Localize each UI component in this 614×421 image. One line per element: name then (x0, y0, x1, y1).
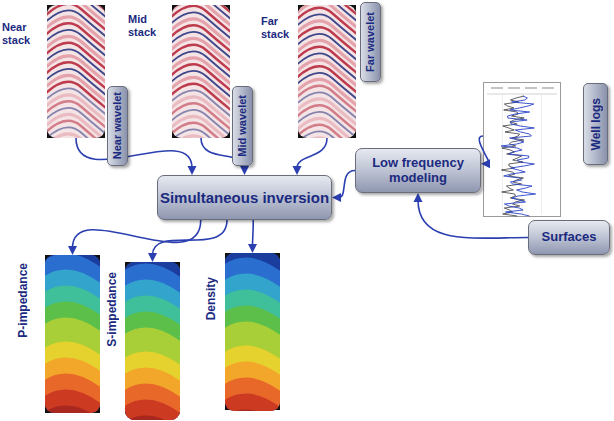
impedance-section (119, 245, 187, 421)
arrow-head (293, 166, 302, 175)
wavelet-box: Mid wavelet (232, 86, 253, 166)
arrow-head (332, 193, 341, 202)
result-section: P-impedance (45, 255, 100, 413)
header-mark (508, 87, 520, 89)
result-section: S-impedance (125, 262, 180, 414)
flow-arrow (332, 171, 355, 203)
arrow-head (248, 244, 257, 253)
process-box: Low frequency modeling (355, 148, 481, 193)
header-mark (542, 87, 554, 89)
arrow-head (481, 159, 490, 168)
flow-arrow (414, 193, 529, 238)
flow-arrow (68, 220, 201, 255)
impedance-section (39, 235, 107, 421)
connector-line (252, 220, 254, 246)
connector-line (339, 171, 355, 198)
box-label: Simultaneous inversion (160, 189, 329, 206)
well-log-plot (484, 83, 561, 217)
grid-line (502, 94, 503, 214)
flow-arrow (248, 220, 257, 253)
reflector-line (298, 138, 356, 139)
plot-frame (484, 83, 561, 217)
impedance-layers (45, 255, 100, 413)
box-label: Near wavelet (112, 92, 123, 159)
result-section: Density (225, 253, 280, 410)
grid-line (541, 94, 542, 214)
result-label: Density (205, 277, 217, 320)
reflector-line (298, 131, 356, 138)
log-curve (501, 96, 535, 216)
well-log-tag: Well logs (583, 83, 608, 165)
process-box: Simultaneous inversion (157, 175, 332, 220)
header-mark (525, 87, 537, 89)
connector-line (297, 138, 327, 168)
result-label: S-impedance (106, 272, 118, 347)
connector-line (418, 200, 528, 238)
flow-arrow (76, 138, 197, 175)
box-label: Far wavelet (365, 12, 376, 72)
arrow-head (188, 166, 197, 175)
seismic-traces (47, 5, 105, 138)
connector-line (153, 220, 228, 255)
reflector-line (47, 134, 105, 138)
header-mark (491, 87, 503, 89)
arrow-head (148, 253, 157, 262)
arrow-head (240, 166, 249, 175)
seismic-stack: Mid stack (172, 5, 230, 138)
reflector-line (172, 136, 230, 138)
seismic-stack: Far stack (298, 5, 356, 138)
connector-line (76, 138, 192, 168)
density-section (219, 239, 287, 421)
stack-label: Near stack (2, 21, 44, 46)
arrow-head (414, 193, 423, 202)
seismic-traces (298, 5, 356, 138)
box-label: Mid wavelet (237, 95, 248, 157)
density-layers (225, 253, 280, 411)
box-label: Well logs (590, 98, 602, 150)
seismic-stack: Near stack (47, 5, 105, 138)
arrow-head (68, 246, 77, 255)
result-label: P-impedance (17, 263, 29, 338)
stack-label: Far stack (261, 15, 296, 40)
impedance-layers (125, 262, 180, 420)
flow-arrow (148, 220, 227, 262)
flow-arrow (293, 138, 328, 175)
well-log-panel: Well logs (483, 82, 561, 217)
input-box: Surfaces (528, 220, 610, 255)
box-label: Surfaces (542, 230, 597, 245)
stack-label: Mid stack (128, 13, 168, 38)
seismic-section (167, 0, 242, 191)
layer-band (45, 411, 100, 413)
wavelet-box: Far wavelet (360, 2, 381, 82)
connector-line (73, 220, 201, 248)
seismic-section (42, 0, 117, 189)
box-label: Low frequency modeling (356, 156, 480, 186)
seismic-traces (172, 5, 230, 138)
log-curves (487, 88, 557, 216)
wavelet-box: Near wavelet (107, 86, 128, 166)
